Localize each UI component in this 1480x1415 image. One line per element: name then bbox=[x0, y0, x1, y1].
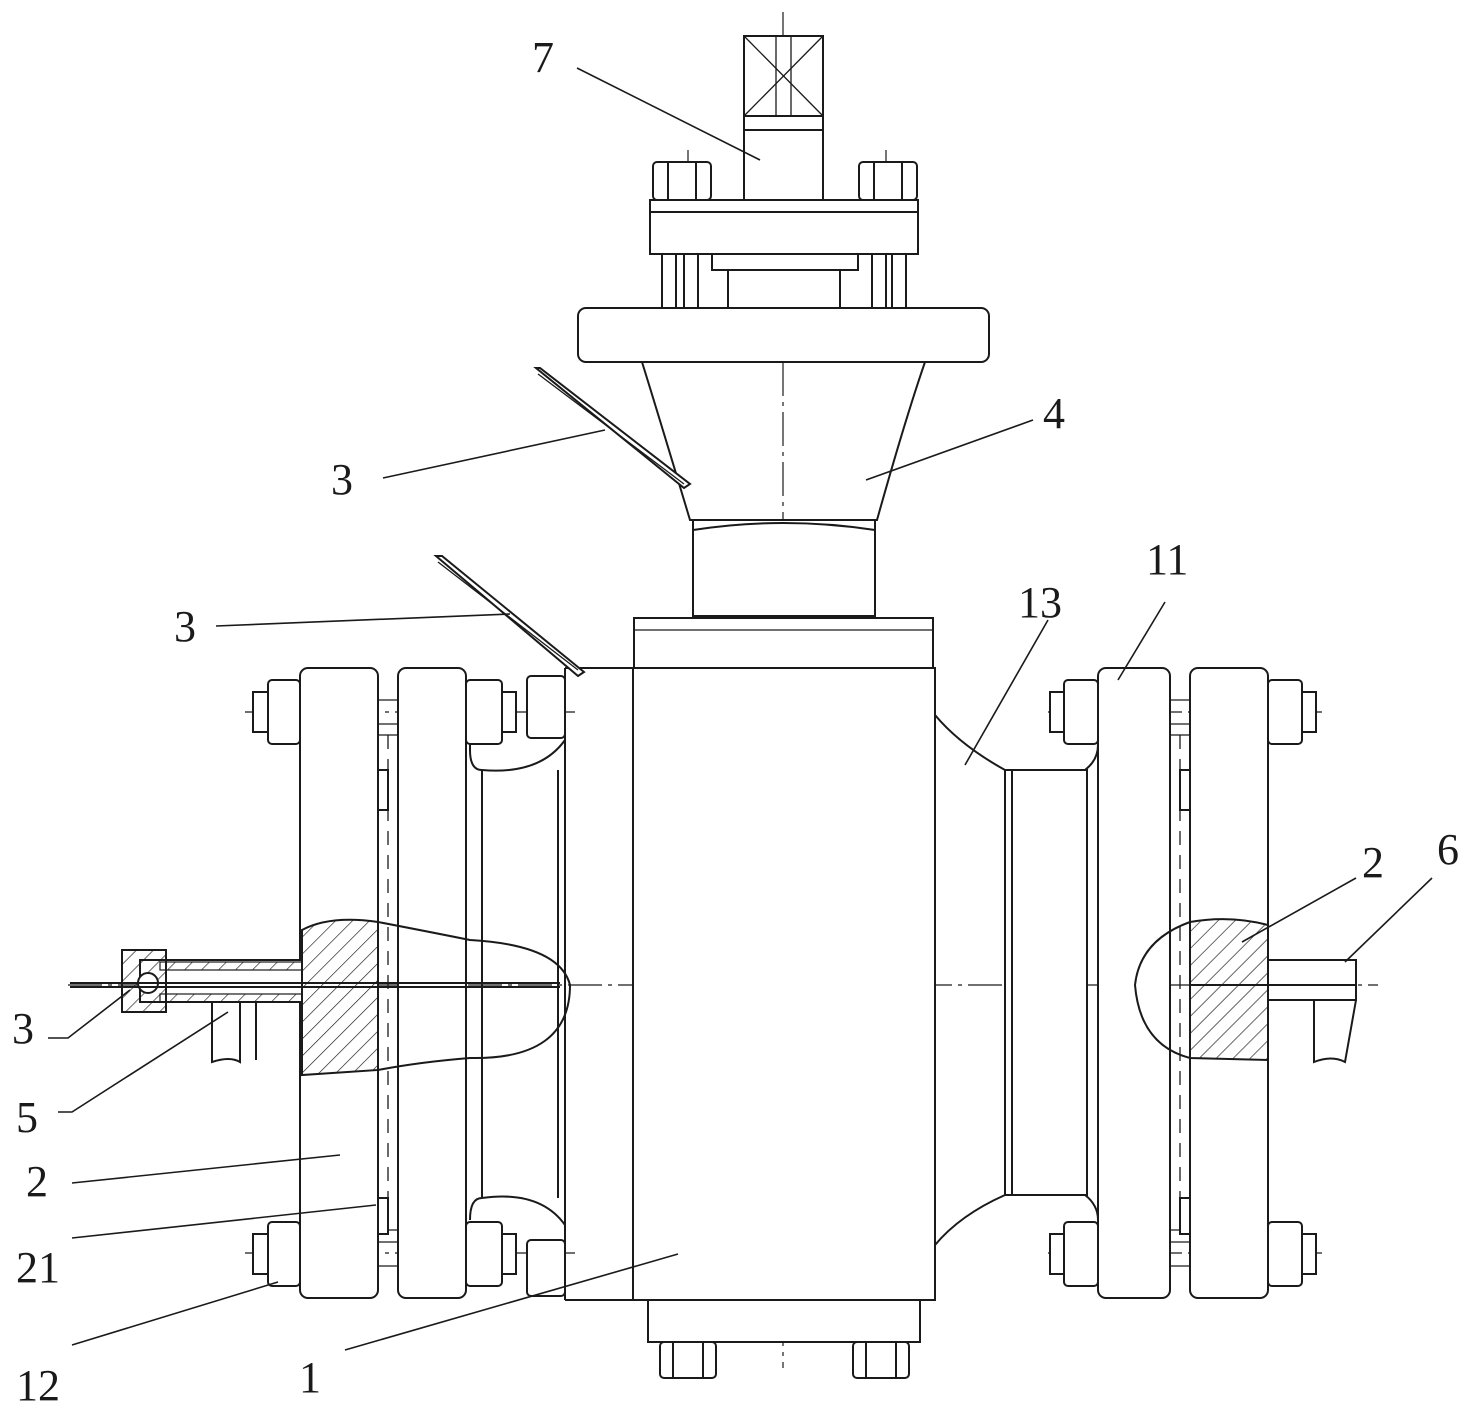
right-probe-assembly bbox=[1133, 918, 1357, 1064]
bonnet bbox=[577, 307, 990, 669]
callout-7: 7 bbox=[532, 33, 554, 82]
callout-2-right: 2 bbox=[1362, 838, 1384, 887]
callout-6: 6 bbox=[1437, 825, 1459, 874]
callout-12: 12 bbox=[16, 1361, 60, 1410]
callout-4: 4 bbox=[1043, 389, 1065, 438]
left-probe-assembly bbox=[70, 918, 572, 1077]
callout-5: 5 bbox=[16, 1093, 38, 1142]
callout-3-upper: 3 bbox=[331, 455, 353, 504]
leader-lines bbox=[48, 67, 1433, 1351]
callout-11: 11 bbox=[1146, 535, 1188, 584]
gland-flange-assembly bbox=[649, 161, 919, 309]
callout-labels: 7 4 3 3 13 11 6 2 3 5 2 21 12 1 bbox=[12, 33, 1459, 1410]
callout-3-left: 3 bbox=[12, 1004, 34, 1053]
callout-21: 21 bbox=[16, 1243, 60, 1292]
callout-3-mid: 3 bbox=[174, 602, 196, 651]
indicator-wires bbox=[433, 367, 692, 678]
callout-2-left: 2 bbox=[26, 1157, 48, 1206]
callout-13: 13 bbox=[1018, 578, 1062, 627]
stem-drive-square bbox=[743, 35, 824, 211]
valve-body bbox=[469, 667, 1099, 1379]
callout-1: 1 bbox=[299, 1353, 321, 1402]
